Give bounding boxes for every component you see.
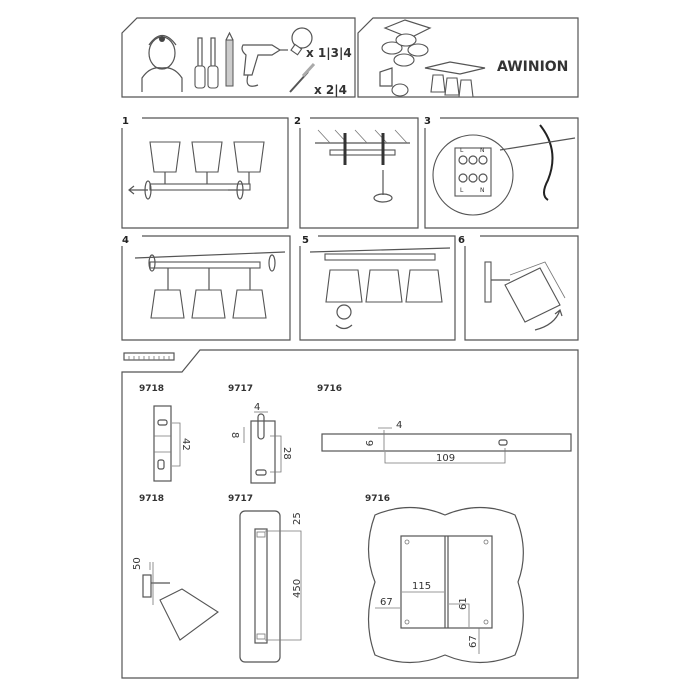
dim-9716-width: 115 [412,581,431,592]
cable-icon [539,124,554,201]
bracket-9716: 4 9 109 [321,420,572,464]
pencil-icon [225,31,234,87]
dim-9716-side-offset: 67 [380,597,393,608]
model-label-9716-bottom: 9716 [365,494,390,504]
rotate-arrow-icon [228,180,244,200]
wall-spot-icon [379,67,409,97]
dim-9716-hole-spacing: 109 [436,453,455,464]
bracket-9717: 4 8 28 [229,402,292,484]
dim-9718-depth: 50 [132,557,143,570]
step-1-panel [121,117,289,229]
dim-9716-bottom-offset: 67 [468,635,479,648]
rotate-arrow-icon [148,254,276,272]
screwdriver-icon [194,37,219,89]
bulb-quantity: x 1|3|4 [306,46,352,60]
ceiling-bar-9717: 25 450 [239,510,303,663]
model-label-9717-bottom: 9717 [228,494,253,504]
step-number-3: 3 [424,116,431,127]
dim-9716-height: 61 [458,597,469,610]
screw-icon [343,133,385,165]
bulb-icon [335,304,353,330]
dowel-quantity: x 2|4 [314,83,347,97]
dimensions-panel: 9718 9717 9716 42 4 8 28 4 9 [121,349,579,679]
product-panel: AWINION [357,17,579,98]
wall-lamp-9718: 50 [132,557,219,641]
terminal-label-n-bottom: N [480,187,485,194]
step-number-2: 2 [294,116,301,127]
terminal-block: L N L N [454,147,492,197]
terminal-label-n: N [480,147,485,154]
rotate-arrow-icon [128,180,152,200]
ruler-icon [123,352,175,361]
installer-icon [141,34,183,92]
ceiling-spot-four-icon [381,19,432,67]
terminal-label-l-bottom: L [460,187,464,194]
brand-name: AWINION [497,59,568,75]
ceiling-bar-three-icon [424,61,486,98]
step-number-6: 6 [458,235,465,246]
dim-9717-hole-spacing: 28 [281,447,292,460]
step-5-panel [299,235,456,341]
dim-9718-hole-spacing: 42 [180,438,191,451]
bracket-9718: 42 [153,405,191,482]
ceiling-plate-9716: 115 67 61 67 [367,506,524,664]
model-label-9718-bottom: 9718 [139,494,164,504]
dim-9716-slot-length: 9 [363,440,374,446]
dim-9716-slot-width: 4 [396,420,402,431]
step-number-5: 5 [302,235,309,246]
dim-9717-length: 450 [292,579,303,598]
drill-icon [241,44,288,87]
step-2-panel [299,117,419,229]
dim-9717-offset: 25 [292,512,303,525]
terminal-label-l: L [460,147,464,154]
rotate-arrow-icon [534,308,563,331]
dim-9717-slot-width: 4 [254,402,260,413]
step-3-panel: L N L N [424,117,579,229]
step-6-panel [464,235,579,341]
model-label-9718: 9718 [139,384,164,394]
step-number-4: 4 [122,235,129,246]
screwdriver-arrow-icon [373,170,393,203]
bulb-icon [290,27,313,56]
step-4-panel [121,235,291,341]
step-number-1: 1 [122,116,129,127]
tools-panel: x 1|3|4 x 2|4 [121,17,356,98]
model-label-9716: 9716 [317,384,342,394]
model-label-9717: 9717 [228,384,253,394]
dowel-icon [289,62,316,93]
dim-9717-slot-length: 8 [229,432,240,438]
